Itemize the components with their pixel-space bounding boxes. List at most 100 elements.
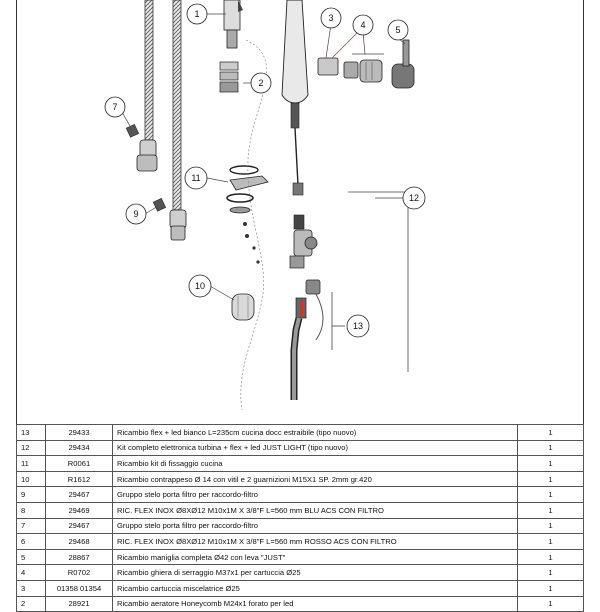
- position-cell: 6: [16, 533, 46, 550]
- locking-ring-part: [343, 59, 383, 83]
- callout-3: 3: [320, 7, 342, 29]
- callout-5: 5: [387, 19, 409, 41]
- code-cell: 28867: [45, 548, 113, 566]
- code-cell: R1612: [45, 470, 113, 488]
- svg-text:1: 1: [194, 9, 199, 19]
- faucet-body: [281, 0, 309, 196]
- svg-text:2: 2: [258, 78, 263, 88]
- callout-4: 4: [352, 14, 374, 36]
- callout-1: 1: [186, 3, 208, 25]
- description-cell: Gruppo stelo porta filtro per raccordo-f…: [112, 486, 518, 503]
- sheet-border-right: [583, 0, 584, 600]
- description-cell: Ricambio ghiera di serraggio M37x1 per c…: [112, 564, 518, 581]
- code-cell: 29467: [45, 517, 113, 535]
- description-cell: RIC. FLEX INOX Ø8XØ12 M10x1M X 3/8"F L=5…: [112, 533, 518, 550]
- flex-hose-blue: [172, 0, 182, 211]
- turbine-electronics: [289, 214, 318, 269]
- code-cell: R0702: [45, 564, 113, 581]
- quantity-cell: 1: [517, 486, 584, 503]
- svg-text:3: 3: [328, 13, 333, 23]
- svg-text:4: 4: [360, 20, 365, 30]
- position-cell: 10: [16, 470, 46, 488]
- quantity-cell: 1: [517, 517, 584, 535]
- filter-fitting-right: [152, 197, 187, 241]
- bracket-12: [348, 191, 409, 372]
- quantity-cell: 1: [517, 533, 584, 550]
- callout-2: 2: [250, 72, 272, 94]
- position-cell: 4: [16, 564, 46, 581]
- code-cell: 29433: [45, 424, 113, 441]
- description-cell: Ricambio aeratore Honeycomb M24x1 forato…: [112, 595, 518, 612]
- position-cell: 9: [16, 486, 46, 503]
- quantity-cell: 1: [517, 439, 584, 457]
- svg-text:10: 10: [195, 281, 205, 291]
- flex-hose-red: [144, 0, 154, 141]
- callout-11: 11: [184, 166, 208, 190]
- quantity-cell: 1: [517, 455, 584, 472]
- position-cell: 2: [16, 595, 46, 612]
- position-cell: 11: [16, 455, 46, 472]
- lever-handle-part: [391, 39, 415, 89]
- exploded-diagram: 1 2 3 4 5 7 9 10: [104, 0, 426, 411]
- svg-text:5: 5: [395, 25, 400, 35]
- code-cell: 01358 01354: [45, 579, 113, 597]
- fixing-kit-parts: [226, 165, 269, 264]
- quantity-cell: 1: [517, 548, 584, 566]
- code-cell: R0061: [45, 455, 113, 472]
- pullout-hose-led: [290, 279, 324, 400]
- description-cell: Ricambio cartuccia miscelatrice Ø25: [112, 579, 518, 597]
- sheet-border-left: [16, 0, 17, 600]
- description-cell: RIC. FLEX INOX Ø8XØ12 M10x1M X 3/8"F L=5…: [112, 501, 518, 519]
- position-cell: 3: [16, 579, 46, 597]
- callout-10: 10: [188, 274, 212, 298]
- svg-text:7: 7: [112, 102, 117, 112]
- callout-9: 9: [125, 203, 147, 225]
- svg-text:13: 13: [353, 321, 363, 331]
- quantity-cell: 1: [517, 564, 584, 581]
- position-cell: 7: [16, 517, 46, 535]
- description-cell: Ricambio flex + led bianco L=235cm cucin…: [112, 424, 518, 441]
- code-cell: 29468: [45, 533, 113, 550]
- counterweight-part: [231, 293, 255, 321]
- description-cell: Ricambio maniglia completa Ø42 con leva …: [112, 548, 518, 566]
- quantity-cell: 1: [517, 424, 584, 441]
- cartridge-part: [317, 57, 339, 76]
- filter-fitting-left: [125, 123, 158, 172]
- callout-7: 7: [104, 96, 126, 118]
- position-cell: 13: [16, 424, 46, 441]
- code-cell: 29469: [45, 501, 113, 519]
- code-cell: 28921: [45, 595, 113, 612]
- spout-head-assembly: [219, 0, 243, 93]
- position-cell: 8: [16, 501, 46, 519]
- quantity-cell: 1: [517, 595, 584, 612]
- code-cell: 29434: [45, 439, 113, 457]
- position-cell: 5: [16, 548, 46, 566]
- description-cell: Ricambio kit di fissaggio cucina: [112, 455, 518, 472]
- quantity-cell: 1: [517, 579, 584, 597]
- position-cell: 12: [16, 439, 46, 457]
- quantity-cell: 1: [517, 470, 584, 488]
- description-cell: Ricambio contrappeso Ø 14 con vitil e 2 …: [112, 470, 518, 488]
- callout-13: 13: [346, 314, 370, 338]
- description-cell: Kit completo elettronica turbina + flex …: [112, 439, 518, 457]
- svg-text:11: 11: [191, 173, 200, 183]
- svg-text:12: 12: [409, 193, 419, 203]
- description-cell: Gruppo stelo porta filtro per raccordo-f…: [112, 517, 518, 535]
- code-cell: 29467: [45, 486, 113, 503]
- svg-text:9: 9: [133, 209, 138, 219]
